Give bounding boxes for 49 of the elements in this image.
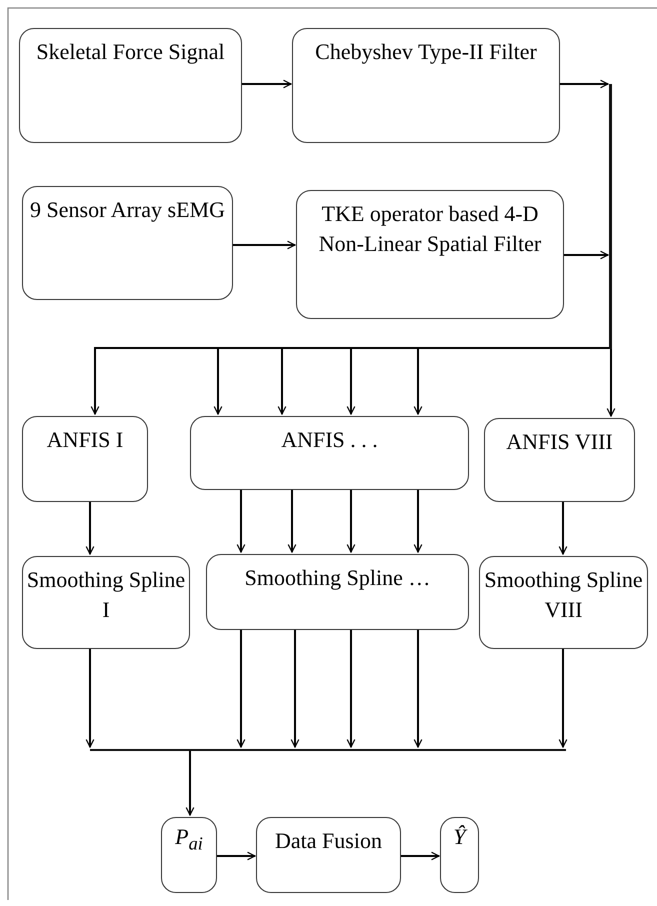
arrow (242, 80, 292, 88)
node-label: Smoothing Spline … (244, 564, 432, 592)
arrow (346, 490, 356, 553)
node-label: ANFIS VIII (505, 428, 614, 456)
arrow (606, 347, 616, 417)
node-label: Ŷ (452, 823, 468, 851)
arrow (186, 751, 194, 816)
process-box (440, 817, 479, 893)
process-box (479, 556, 648, 649)
node-label: TKE operator based 4-D Non-Linear Spatial Filter (318, 200, 542, 258)
process-box (484, 418, 635, 502)
process-box (22, 556, 190, 649)
process-box (22, 186, 233, 300)
node-label: P$_{ai}$ (174, 823, 204, 856)
node-label: Smoothing Spline I (26, 566, 186, 624)
node-label: Data Fusion (274, 827, 383, 855)
arrow (346, 630, 356, 748)
node-label: Smoothing Spline VIII (483, 566, 644, 624)
node-label: Chebyshev Type-II Filter (314, 38, 538, 66)
process-box (296, 190, 564, 319)
process-box (190, 416, 469, 490)
arrow (236, 630, 246, 748)
arrow (558, 502, 568, 555)
process-box (19, 28, 242, 143)
node-label: Skeletal Force Signal (35, 38, 226, 66)
bus-line (609, 84, 612, 349)
arrow (558, 649, 568, 748)
bus-line (90, 749, 566, 751)
arrow (560, 80, 609, 88)
process-box (256, 817, 401, 893)
arrow (564, 250, 609, 260)
arrow (414, 490, 422, 553)
node-label: 9 Sensor Array sEMG (29, 196, 226, 224)
arrow (236, 490, 246, 553)
arrow (290, 630, 300, 748)
arrow (414, 630, 422, 748)
process-box (22, 416, 148, 502)
arrow (401, 852, 440, 860)
node-label: ANFIS . . . (280, 426, 379, 454)
process-box (206, 554, 469, 630)
node-label: ANFIS I (46, 426, 124, 454)
process-box (161, 817, 217, 893)
arrow (217, 852, 256, 860)
arrow (414, 347, 610, 415)
arrow (86, 502, 94, 555)
arrow (288, 490, 296, 553)
arrow (86, 649, 94, 748)
process-box (292, 28, 560, 143)
arrow (233, 240, 296, 250)
